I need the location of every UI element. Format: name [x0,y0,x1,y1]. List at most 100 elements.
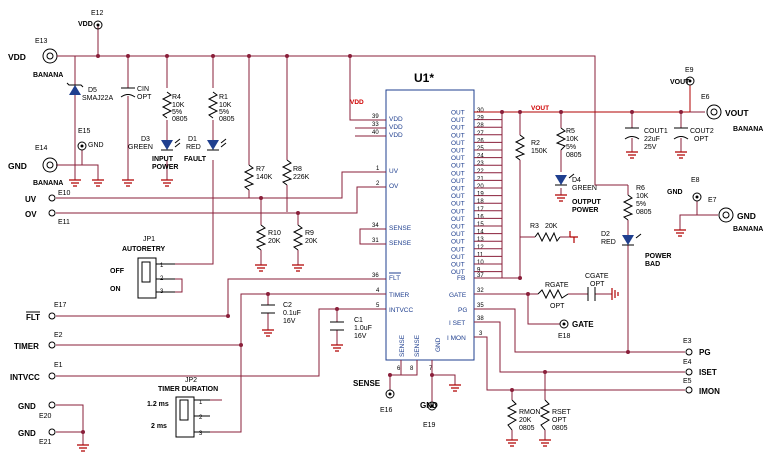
resistor-r6 [622,194,634,221]
jp2-pin3: 3 [199,431,203,437]
capacitor-cout1 [624,127,640,140]
jumper-jp1[interactable] [137,257,175,299]
net-vout-label: VOUT [531,105,549,112]
jp2-ref: JP2 [185,377,197,384]
jp2-name: TIMER DURATION [158,386,218,393]
ic-pin-num-37: 37 [477,273,484,279]
e1-label: E1 [54,362,63,369]
ic-out-pin-name: OUT [451,269,465,276]
ic-out-pin-name: OUT [451,246,465,253]
ic-out-pin-name: OUT [451,155,465,162]
ic-out-pin-name: OUT [451,125,465,132]
r6-value: 10K [636,193,649,200]
ic-pin-name-fb: FB [457,275,465,282]
jp1-off: OFF [110,268,125,275]
ic-out-pin-num: 21 [477,176,484,182]
jp1-pin1: 1 [160,263,164,269]
ic-out-pin-num: 28 [477,123,484,129]
e11-label: E11 [58,219,70,226]
ic-pin-name-timer: TIMER [389,292,410,299]
net-vdd-label: VDD [350,99,364,106]
r8-value: 226K [293,174,310,181]
ic-pin-num-5: 5 [376,303,380,309]
ic-out-pin-num: 22 [477,169,484,175]
ic-out-pin-name: OUT [451,239,465,246]
ic-out-pin-num: 11 [477,252,484,258]
jp1-pin3: 3 [160,289,164,295]
ic-pin-num-36: 36 [372,273,379,279]
jp2-pin2: 2 [199,415,203,421]
ic-pin-name-33: VDD [389,124,403,131]
test-points[interactable] [42,20,734,436]
r5-ref: R5 [566,128,575,135]
d2-note2: BAD [645,261,660,268]
ic-pin-name-40: VDD [389,132,403,139]
ic-out-pin-num: 10 [477,260,484,266]
r10-ref: R10 [268,230,281,237]
rmon-value: 20K [519,417,532,424]
r2-value: 150K [531,148,548,155]
cin-ref: CIN [137,86,149,93]
e15-label: E15 [78,128,91,135]
ic-out-pin-num: 13 [477,237,484,243]
capacitor-c2 [261,304,275,314]
ic-out-pin-name: OUT [451,254,465,261]
ic-out-pin-name: OUT [451,224,465,231]
resistor-r5 [555,127,567,151]
e9-label: E9 [685,67,694,74]
uv-label: UV [25,195,37,204]
vdd-banana-label: BANANA [33,72,63,79]
resistor-r10 [255,224,267,251]
ic-out-pin-num: 27 [477,131,484,137]
ic-pin-num-38: 38 [477,316,484,322]
gnd-e20-label: GND [18,402,36,411]
ic-pin-num-39: 39 [372,114,379,120]
ic-out-pin-name: OUT [451,208,465,215]
d1-value: RED [186,144,201,151]
ic-pin-name-sense-b2: SENSE [414,334,421,357]
ic-out-pin-name: OUT [451,178,465,185]
ic-pin-name-gate: GATE [449,292,467,299]
ic-out-pin-num: 15 [477,222,484,228]
e21-label: E21 [39,439,52,446]
e13-label: E13 [35,38,48,45]
ic-out-pin-name: OUT [451,201,465,208]
d2-ref: D2 [601,231,610,238]
e14-label: E14 [35,145,48,152]
rmon-pkg: 0805 [519,425,535,432]
e7-label: E7 [708,197,717,204]
ic-out-pin-name: OUT [451,170,465,177]
resistor-rmon [506,399,518,431]
gnd-banana-right-label: GND [737,211,756,221]
ic-out-pin-num: 30 [477,108,484,114]
ic-out-pin-num: 19 [477,192,484,198]
ic-pin-num-8: 8 [410,366,414,372]
e2-label: E2 [54,332,63,339]
resistor-r7 [243,164,255,191]
e4-label: E4 [683,359,692,366]
r4-ref: R4 [172,94,181,101]
gnd-e19-label: GND [420,401,438,410]
r1-value: 10K [219,102,232,109]
r1-pkg: 0805 [219,116,235,123]
ic-pin-name-intvcc: INTVCC [389,307,414,314]
r4-pkg: 0805 [172,116,188,123]
e3-label: E3 [683,338,692,345]
ic-pin-num-40: 40 [372,130,379,136]
cin-value: OPT [137,94,152,101]
d2-note1: POWER [645,253,671,260]
timer-label: TIMER [14,342,39,351]
e10-label: E10 [58,190,71,197]
ic-out-pin-name: OUT [451,231,465,238]
resistor-r2 [514,134,526,161]
ic-pin-num-7: 7 [429,366,433,372]
resistor-r3 [534,231,561,243]
gnd-banana-left-sub: BANANA [33,180,63,187]
e18-label: E18 [558,333,571,340]
jp1-on: ON [110,286,121,293]
r7-value: 140K [256,174,273,181]
cout1-value: 22uF [644,136,660,143]
r5-pkg: 0805 [566,152,582,159]
jumper-jp2[interactable] [175,396,210,438]
